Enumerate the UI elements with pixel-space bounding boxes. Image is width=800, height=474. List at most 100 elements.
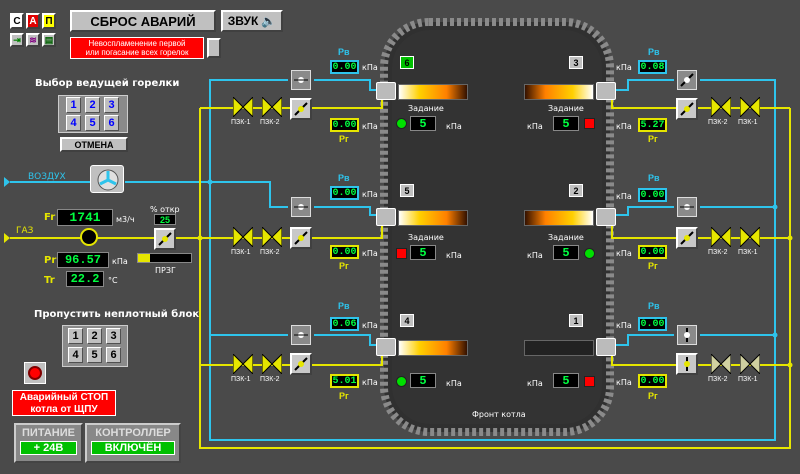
alarm-line2: или погасание всех горелок bbox=[85, 48, 189, 57]
b1-gas-regulator[interactable] bbox=[676, 353, 698, 375]
b2-pzk2-valve[interactable] bbox=[710, 225, 732, 249]
b1-setpoint[interactable]: 5 bbox=[553, 373, 579, 388]
mode-c-button[interactable]: С bbox=[10, 13, 24, 29]
b6-pzk2-valve[interactable] bbox=[261, 95, 283, 119]
b4-air-valve[interactable] bbox=[291, 325, 311, 345]
b6-gas-regulator[interactable] bbox=[290, 98, 312, 120]
b5-setpoint[interactable]: 5 bbox=[410, 245, 436, 260]
b5-pzk2-label: ПЗК-2 bbox=[260, 249, 280, 256]
sound-button[interactable]: ЗВУК 🔈 bbox=[221, 10, 283, 32]
b2-air-valve[interactable] bbox=[677, 197, 697, 217]
reset-alarms-button[interactable]: СБРОС АВАРИЙ bbox=[70, 10, 216, 32]
b3-gas-regulator[interactable] bbox=[676, 98, 698, 120]
b3-number[interactable]: 3 bbox=[569, 56, 583, 69]
b4-pg-label: Рг bbox=[339, 391, 349, 401]
lead-key-5[interactable]: 5 bbox=[85, 115, 100, 131]
b5-pzk2-valve[interactable] bbox=[261, 225, 283, 249]
b2-pv-value: 0.00 bbox=[638, 188, 667, 202]
skip-key-3[interactable]: 3 bbox=[106, 328, 121, 344]
skip-key-2[interactable]: 2 bbox=[87, 328, 102, 344]
b6-pg-label: Рг bbox=[339, 134, 349, 144]
pr-unit: кПа bbox=[112, 257, 128, 266]
b5-gas-regulator[interactable] bbox=[290, 227, 312, 249]
b5-pg-value: 0.00 bbox=[330, 245, 359, 259]
open-percent-label: % откр bbox=[150, 205, 180, 214]
tr-unit: °С bbox=[108, 276, 118, 285]
b2-task-label: Задание bbox=[548, 233, 584, 242]
skip-block-title: Пропустить неплотный блок bbox=[34, 309, 200, 320]
b2-pg-unit: кПа bbox=[616, 249, 632, 258]
b2-setpoint[interactable]: 5 bbox=[553, 245, 579, 260]
b1-pzk1-valve[interactable] bbox=[739, 352, 761, 376]
skip-key-4[interactable]: 4 bbox=[68, 347, 83, 363]
b5-pzk1-valve[interactable] bbox=[232, 225, 254, 249]
b3-air-valve[interactable] bbox=[677, 70, 697, 90]
b4-number[interactable]: 4 bbox=[400, 314, 414, 327]
b3-pzk2-label: ПЗК-2 bbox=[708, 119, 728, 126]
lead-key-4[interactable]: 4 bbox=[66, 115, 81, 131]
lead-key-3[interactable]: 3 bbox=[104, 97, 119, 113]
lead-key-6[interactable]: 6 bbox=[104, 115, 119, 131]
b2-pzk1-valve[interactable] bbox=[739, 225, 761, 249]
b6-pg-value: 0.00 bbox=[330, 118, 359, 132]
list-icon[interactable]: ▤ bbox=[42, 33, 56, 47]
b4-gas-regulator[interactable] bbox=[290, 353, 312, 375]
b2-pv-label: Рв bbox=[648, 173, 660, 183]
controller-title: КОНТРОЛЛЕР bbox=[95, 427, 171, 439]
b6-air-valve[interactable] bbox=[291, 70, 311, 90]
b5-flame-icon bbox=[398, 210, 468, 226]
b5-number[interactable]: 5 bbox=[400, 184, 414, 197]
b1-number[interactable]: 1 bbox=[569, 314, 583, 327]
lead-key-1[interactable]: 1 bbox=[66, 97, 81, 113]
power-value: + 24В bbox=[20, 441, 77, 455]
b4-setpoint[interactable]: 5 bbox=[410, 373, 436, 388]
b1-air-valve[interactable] bbox=[677, 325, 697, 345]
b6-setpoint[interactable]: 5 bbox=[410, 116, 436, 131]
b3-burner-nozzle bbox=[596, 82, 616, 100]
b1-set-unit: кПа bbox=[527, 379, 543, 388]
b5-pg-unit: кПа bbox=[362, 249, 378, 258]
b6-pg-unit: кПа bbox=[362, 122, 378, 131]
b6-flame-icon bbox=[398, 84, 468, 100]
b2-gas-regulator[interactable] bbox=[676, 227, 698, 249]
b2-set-unit: кПа bbox=[527, 251, 543, 260]
skip-key-1[interactable]: 1 bbox=[68, 328, 83, 344]
cancel-button[interactable]: ОТМЕНА bbox=[60, 137, 128, 152]
gas-regulator-valve[interactable] bbox=[154, 228, 176, 250]
b6-number[interactable]: 6 bbox=[400, 56, 414, 69]
b2-pzk2-label: ПЗК-2 bbox=[708, 249, 728, 256]
skip-key-5[interactable]: 5 bbox=[87, 347, 102, 363]
b4-pzk1-valve[interactable] bbox=[232, 352, 254, 376]
mode-a-button[interactable]: А bbox=[26, 13, 40, 29]
b1-pv-label: Рв bbox=[648, 301, 660, 311]
lead-key-2[interactable]: 2 bbox=[85, 97, 100, 113]
b1-pzk2-valve[interactable] bbox=[710, 352, 732, 376]
chart-icon[interactable]: ≋ bbox=[26, 33, 40, 47]
b5-pg-label: Рг bbox=[339, 261, 349, 271]
b4-pv-unit: кПа bbox=[362, 321, 378, 330]
b6-pzk1-valve[interactable] bbox=[232, 95, 254, 119]
b1-pzk1-label: ПЗК-1 bbox=[738, 376, 758, 383]
b4-burner-nozzle bbox=[376, 338, 396, 356]
b4-pg-value: 5.01 bbox=[330, 374, 359, 388]
b5-air-valve[interactable] bbox=[291, 197, 311, 217]
b3-pzk2-valve[interactable] bbox=[710, 95, 732, 119]
b3-pzk1-valve[interactable] bbox=[739, 95, 761, 119]
b3-setpoint[interactable]: 5 bbox=[553, 116, 579, 131]
b3-pv-label: Рв bbox=[648, 47, 660, 57]
b2-number[interactable]: 2 bbox=[569, 184, 583, 197]
gas-flow-meter-icon bbox=[80, 228, 98, 246]
boiler-front-label: Фронт котла bbox=[472, 410, 526, 419]
b6-pv-label: Рв bbox=[338, 47, 350, 57]
estop-alarm: Аварийный СТОП котла от ЩПУ bbox=[12, 390, 116, 416]
b1-pg-unit: кПа bbox=[616, 378, 632, 387]
b1-pg-label: Рг bbox=[648, 391, 658, 401]
b4-pzk2-valve[interactable] bbox=[261, 352, 283, 376]
mode-p-button[interactable]: П bbox=[42, 13, 56, 29]
alarm-ack-button[interactable] bbox=[207, 38, 221, 58]
b1-pzk2-label: ПЗК-2 bbox=[708, 376, 728, 383]
b2-pzk1-label: ПЗК-1 bbox=[738, 249, 758, 256]
exit-icon[interactable]: ⇥ bbox=[10, 33, 24, 47]
b4-pzk1-label: ПЗК-1 bbox=[231, 376, 251, 383]
skip-key-6[interactable]: 6 bbox=[106, 347, 121, 363]
